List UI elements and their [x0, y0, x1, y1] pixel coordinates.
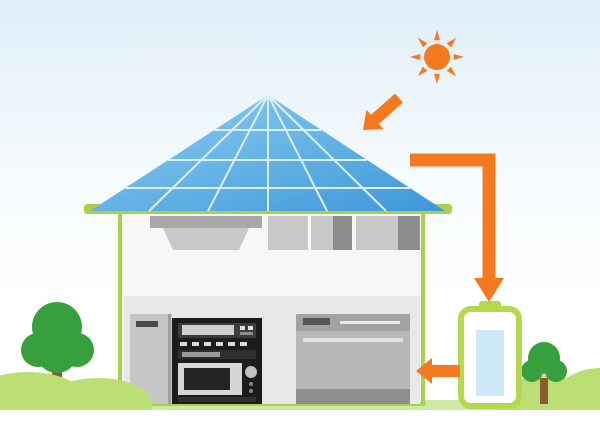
- foliage-blob: [528, 342, 560, 374]
- foliage-blob: [32, 302, 82, 352]
- left-tree: [21, 302, 94, 404]
- dishwasher-slot: [340, 321, 400, 324]
- window-center-pane: [333, 216, 352, 250]
- arrow-sun-to-roof: [363, 93, 403, 130]
- window-right-pane: [398, 216, 420, 250]
- battery-cell: [476, 330, 504, 396]
- solar-panel-grid: [125, 94, 410, 212]
- sun-ray: [434, 73, 440, 84]
- dishwasher-kickplate: [296, 389, 410, 404]
- sun-ray: [446, 66, 457, 77]
- button-5: [228, 342, 235, 346]
- sun-ray: [410, 54, 421, 60]
- button-4: [216, 342, 223, 346]
- stereo-unit: [172, 318, 262, 404]
- right-tree-foliage: [521, 342, 567, 382]
- stereo-button-row: [180, 342, 247, 346]
- stereo-button-b: [248, 326, 253, 330]
- sun: [410, 30, 464, 84]
- arrow-roof-to-battery: [410, 153, 504, 302]
- storage-battery: [458, 301, 522, 409]
- refrigerator-edge: [168, 314, 171, 404]
- stereo-button-c: [240, 332, 253, 335]
- bottom-margin: [0, 410, 600, 429]
- sun-ray: [446, 37, 457, 48]
- dishwasher-handle: [303, 318, 330, 325]
- range-hood: [163, 228, 249, 250]
- dishwasher: [296, 314, 410, 404]
- right-tree-trunk: [540, 378, 548, 404]
- stereo-display-screen: [182, 325, 234, 335]
- refrigerator-handle: [136, 321, 158, 327]
- sun-ray: [417, 66, 428, 77]
- solar-roof: [84, 94, 452, 214]
- sun-rays: [410, 30, 464, 84]
- microwave-dot-1: [249, 382, 253, 386]
- button-6: [240, 342, 247, 346]
- sun-disc: [424, 44, 450, 70]
- energy-flow-arrows: [363, 93, 504, 384]
- button-3: [204, 342, 211, 346]
- arrow-battery-to-appliances: [416, 358, 460, 384]
- sun-ray: [453, 54, 464, 60]
- dishwasher-groove: [303, 338, 403, 342]
- roof-shadow-bar: [150, 216, 262, 228]
- microwave-knob: [245, 366, 257, 378]
- button-2: [192, 342, 199, 346]
- sun-ray: [434, 30, 440, 41]
- stereo-subdisplay: [182, 352, 220, 357]
- window-center-divider: [308, 216, 311, 250]
- button-1: [180, 342, 187, 346]
- left-tree-foliage: [21, 302, 94, 373]
- stereo-button-a: [240, 326, 245, 330]
- microwave-window: [184, 368, 230, 390]
- microwave-dot-2: [249, 389, 253, 393]
- right-tree: [521, 342, 567, 404]
- second-floor-windows: [150, 216, 420, 250]
- sun-ray: [417, 37, 428, 48]
- stereo-bottom-strip: [178, 397, 256, 402]
